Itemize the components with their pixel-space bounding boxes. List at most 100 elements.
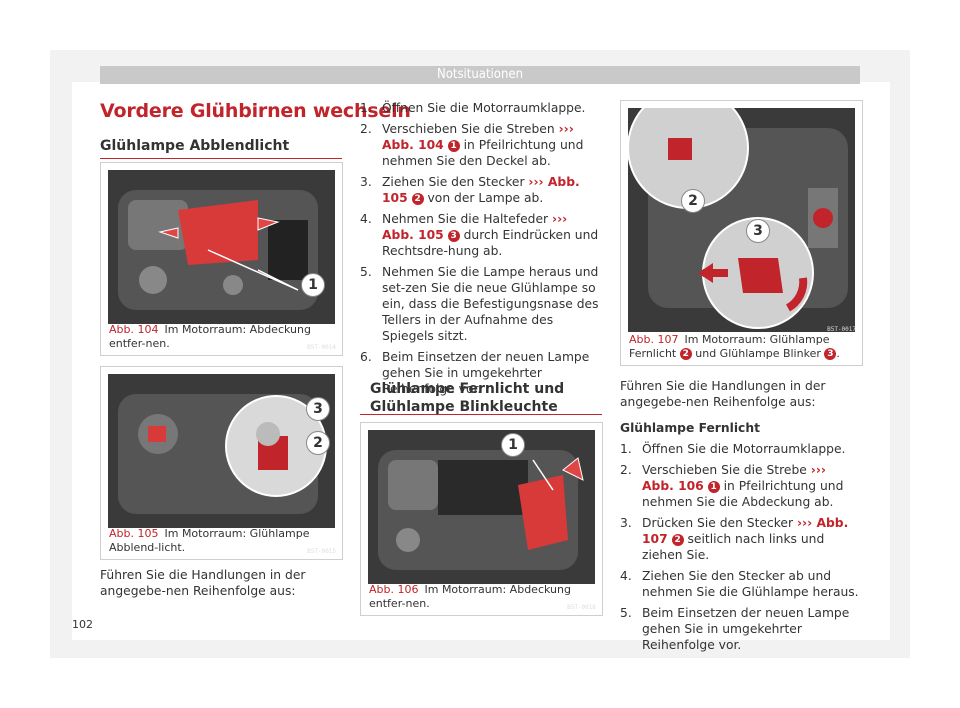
step-number: 2.: [620, 463, 632, 477]
callout-badge: 2: [411, 193, 424, 205]
figure-reference-link[interactable]: ››› Abb. 105: [382, 212, 568, 242]
step-item: 6. Beim Einsetzen der neuen Lampe gehen S…: [360, 349, 600, 397]
step-number: 1.: [360, 101, 372, 115]
callout-badge: 1: [707, 481, 720, 493]
step-text: von der Lampe ab.: [427, 191, 544, 205]
callout-badge: 3: [824, 348, 837, 360]
figure-code: B5T-0014: [307, 344, 336, 351]
step-item: 1. Öffnen Sie die Motorraumklappe.: [620, 441, 860, 457]
figure-104-image: [108, 170, 335, 324]
step-item: 1. Öffnen Sie die Motorraumklappe.: [360, 100, 600, 116]
left-intro-text: Führen Sie die Handlungen in der angegeb…: [100, 568, 306, 598]
step-text: Beim Einsetzen der neuen Lampe gehen Sie…: [642, 606, 850, 652]
step-text: Beim Einsetzen der neuen Lampe gehen Sie…: [382, 350, 590, 396]
step-text: in Pfeilrichtung und nehmen Sie den Deck…: [382, 138, 584, 168]
caption-text: Im Motorraum: Abdeckung entfer-nen.: [109, 323, 311, 350]
step-text: durch Eindrücken und Rechtsdre-hung ab.: [382, 228, 599, 258]
figure-106-image: [368, 430, 595, 584]
header-bar: [100, 66, 860, 84]
figure-reference-link[interactable]: ››› Abb. 104: [382, 122, 574, 152]
figure-105-callout-2: 2: [306, 431, 330, 455]
callout-label: 1: [508, 437, 518, 453]
step-text: Verschieben Sie die Streben: [382, 122, 555, 136]
figure-104-callout: 1: [301, 273, 325, 297]
callout-label: 1: [308, 277, 318, 293]
callout-label: 3: [313, 401, 323, 417]
step-text: Nehmen Sie die Haltefeder: [382, 212, 549, 226]
middle-steps: 1. Öffnen Sie die Motorraumklappe. 2. Vers…: [360, 100, 600, 402]
callout-label: 3: [753, 223, 763, 239]
step-text: Ziehen Sie den Stecker ab und nehmen Sie…: [642, 569, 859, 599]
figure-107-callout-3: 3: [746, 219, 770, 243]
right-steps: 1. Öffnen Sie die Motorraumklappe. 2. Vers…: [620, 441, 860, 658]
right-intro-text: Führen Sie die Handlungen in der angegeb…: [620, 379, 826, 409]
step-text: seitlich nach links und ziehen Sie.: [642, 532, 825, 562]
step-number: 6.: [360, 350, 372, 364]
step-number: 4.: [620, 569, 632, 583]
section-title: Vordere Glühbirnen wechseln: [100, 100, 411, 122]
subsection-title-low-beam: Glühlampe Abblendlicht: [100, 138, 290, 154]
caption-text: und Glühlampe Blinker: [695, 347, 821, 360]
callout-label: 2: [688, 193, 698, 209]
step-number: 1.: [620, 442, 632, 456]
subsection-rule: [100, 158, 342, 159]
step-item: 4. Nehmen Sie die Haltefeder ››› Abb. 105…: [360, 211, 600, 259]
step-item: 5. Nehmen Sie die Lampe heraus und set-ze…: [360, 264, 600, 344]
callout-badge: 1: [447, 140, 460, 152]
step-item: 2. Verschieben Sie die Strebe ››› Abb. 10…: [620, 462, 860, 510]
step-text: Öffnen Sie die Motorraumklappe.: [642, 442, 846, 456]
right-heading: Glühlampe Fernlicht: [620, 421, 760, 435]
step-item: 2. Verschieben Sie die Streben ››› Abb. 1…: [360, 121, 600, 169]
figure-105-image: [108, 374, 335, 528]
figure-reference-link[interactable]: ››› Abb. 107: [642, 516, 849, 546]
caption-text: Im Motorraum: Abdeckung entfer-nen.: [369, 583, 571, 610]
page-number: 102: [72, 618, 93, 631]
callout-badge: 2: [679, 348, 692, 360]
figure-code: B5T-0015: [307, 548, 336, 555]
figure-label: Abb. 106: [369, 583, 419, 596]
step-item: 5. Beim Einsetzen der neuen Lampe gehen S…: [620, 605, 860, 653]
step-number: 5.: [620, 606, 632, 620]
step-number: 4.: [360, 212, 372, 226]
caption-text: Im Motorraum: Glühlampe Abblend-licht.: [109, 527, 310, 554]
step-item: 3.Ziehen Sie den Stecker ››› Abb. 105 2 …: [360, 174, 600, 206]
callout-label: 2: [313, 435, 323, 451]
callout-badge: 3: [447, 230, 460, 242]
subsection-rule: [360, 414, 602, 415]
figure-code: B5T-0017: [827, 326, 856, 333]
figure-106-callout: 1: [501, 433, 525, 457]
step-item: 4. Ziehen Sie den Stecker ab und nehmen S…: [620, 568, 860, 600]
step-number: 3.: [620, 516, 632, 530]
figure-label: Abb. 105: [109, 527, 159, 540]
step-item: 3. Drücken Sie den Stecker ››› Abb. 107 2…: [620, 515, 860, 563]
step-number: 3.: [360, 175, 372, 189]
step-text: in Pfeilrichtung und nehmen Sie die Abde…: [642, 479, 844, 509]
subsection-title-high-beam: Glühlampe Fernlicht und Glühlampe Blinkl…: [370, 381, 565, 415]
step-text: Öffnen Sie die Motorraumklappe.: [382, 101, 586, 115]
figure-107-image: [628, 108, 855, 332]
caption-text: Im Motorraum: Glühlampe Fernlicht: [629, 333, 830, 360]
figure-105-callout-3: 3: [306, 397, 330, 421]
step-text: Verschieben Sie die Strebe: [642, 463, 807, 477]
figure-107-callout-2: 2: [681, 189, 705, 213]
figure-code: B5T-0016: [567, 604, 596, 611]
figure-reference-link[interactable]: ››› Abb. 105: [382, 175, 580, 205]
step-text: Drücken Sie den Stecker: [642, 516, 794, 530]
step-text: Ziehen Sie den Stecker: [382, 175, 525, 189]
step-number: 2.: [360, 122, 372, 136]
step-number: 5.: [360, 265, 372, 279]
callout-badge: 2: [671, 534, 684, 546]
chapter-title: Notsituationen: [436, 67, 523, 82]
step-text: Nehmen Sie die Lampe heraus und set-zen …: [382, 265, 599, 343]
figure-label: Abb. 104: [109, 323, 159, 336]
figure-label: Abb. 107: [629, 333, 679, 346]
figure-reference-link[interactable]: ››› Abb. 106: [642, 463, 826, 493]
